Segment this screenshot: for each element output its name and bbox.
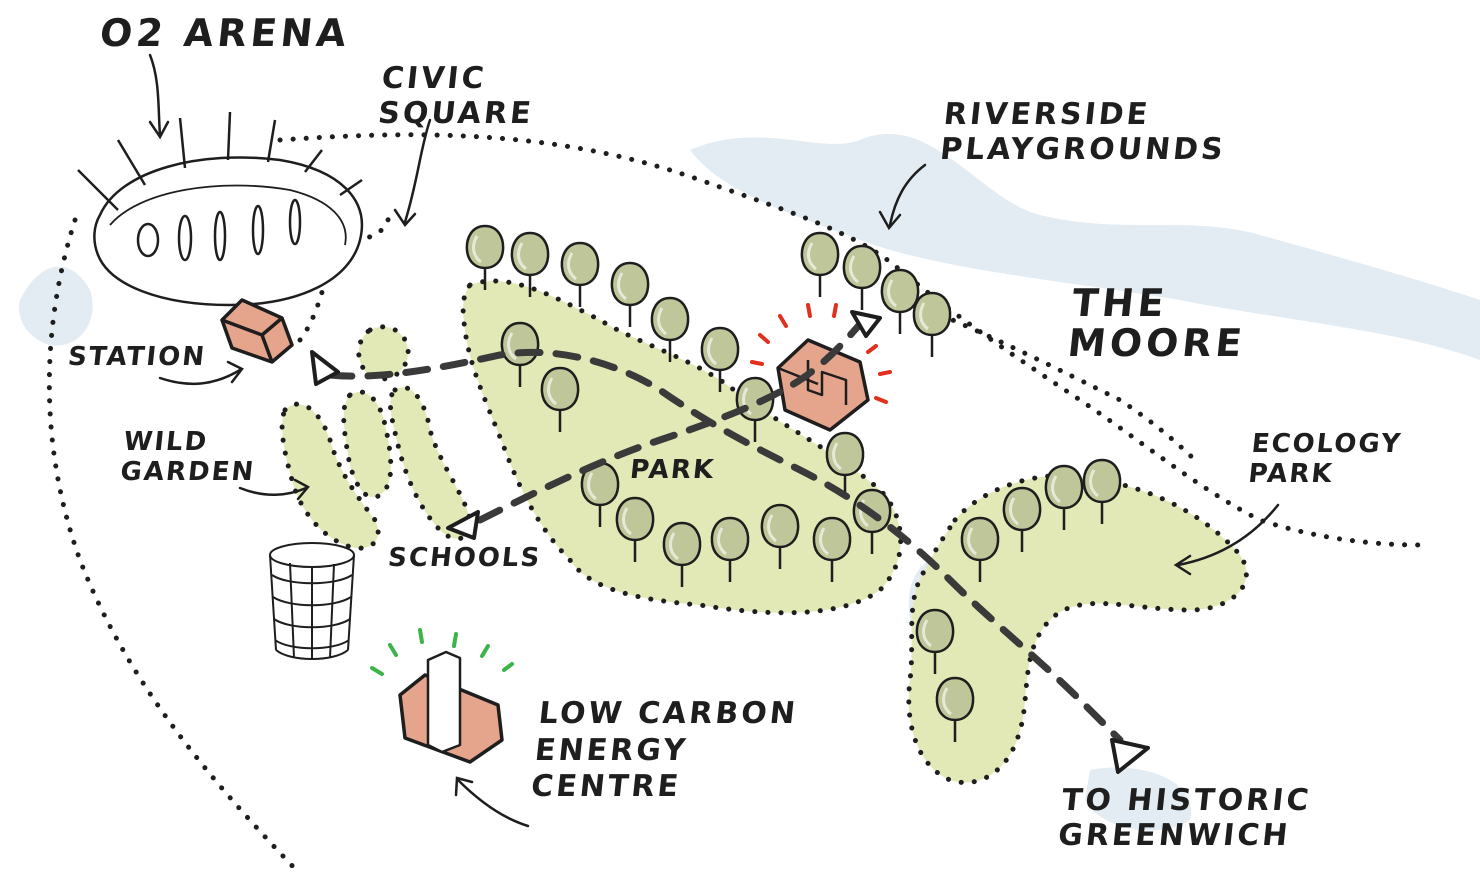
pedestrian-routes <box>326 318 1124 744</box>
tree-icon <box>610 261 650 329</box>
label-energy-line1: LOW CARBON <box>537 696 800 731</box>
wild-garden-area <box>282 404 379 549</box>
label-the-moore: THE MOORE <box>1065 281 1252 365</box>
site-boundaries <box>46 132 1423 874</box>
label-ecology-park-line2: PARK <box>1246 458 1336 489</box>
arrow-to-schools <box>446 510 480 540</box>
label-energy-line2: ENERGY <box>533 732 690 768</box>
label-ecology-park-line1: ECOLOGY <box>1250 429 1404 459</box>
arrow-icon <box>310 310 1150 774</box>
label-wild-garden: WILD GARDEN <box>118 427 260 488</box>
moore-building-icon <box>776 338 870 432</box>
route-station-to-park <box>326 348 1124 744</box>
cylinder-tower-icon <box>269 542 355 660</box>
label-riverside-playgrounds: RIVERSIDE PLAYGROUNDS <box>938 97 1231 167</box>
park-boundary <box>460 278 904 616</box>
arrow-to-station <box>310 350 340 386</box>
tree-icon <box>560 241 600 309</box>
label-ecology-park: ECOLOGY PARK <box>1246 429 1404 490</box>
ecology-park-area <box>908 475 1247 783</box>
station-building-icon <box>220 298 294 364</box>
ecology-boundary <box>906 473 1249 786</box>
energy-centre-marks <box>370 628 514 676</box>
label-the-moore-line1: THE <box>1069 281 1171 325</box>
arena-dome-icon <box>77 111 364 307</box>
label-station: STATION <box>66 342 208 372</box>
energy-centre-building-icon <box>398 650 504 764</box>
arrow-to-riverside <box>850 310 882 338</box>
label-greenwich-line2: GREENWICH <box>1056 817 1293 853</box>
label-civic-square-line2: SQUARE <box>376 95 536 131</box>
label-the-moore-line2: MOORE <box>1065 320 1248 365</box>
label-riverside-playgrounds-line1: RIVERSIDE <box>942 97 1152 132</box>
label-park: PARK <box>628 455 717 485</box>
label-riverside-playgrounds-line2: PLAYGROUNDS <box>938 131 1228 167</box>
label-wild-garden-line1: WILD <box>122 427 210 457</box>
moore-highlight-marks <box>750 303 892 404</box>
label-civic-square: CIVIC SQUARE <box>376 61 539 131</box>
tree-icon <box>912 291 952 359</box>
label-greenwich-line1: TO HISTORIC <box>1060 783 1314 818</box>
label-low-carbon-energy-centre: LOW CARBON ENERGY CENTRE <box>529 696 799 806</box>
label-civic-square-line1: CIVIC <box>380 61 489 96</box>
label-energy-line3: CENTRE <box>529 769 683 805</box>
label-wild-garden-line2: GARDEN <box>118 456 257 487</box>
tree-icon <box>800 231 840 299</box>
label-to-historic-greenwich: TO HISTORIC GREENWICH <box>1056 783 1314 853</box>
tree-icon <box>880 268 920 336</box>
label-schools: SCHOOLS <box>386 543 543 573</box>
arrow-to-greenwich <box>1110 738 1150 774</box>
leader-arrows <box>148 53 1280 828</box>
route-schools-to-riverside <box>476 318 866 524</box>
label-o2-arena: O2 ARENA <box>97 11 353 55</box>
site-outer-boundary <box>277 132 1423 548</box>
tree-icon <box>842 244 882 312</box>
riverside-boundary <box>902 297 1203 468</box>
